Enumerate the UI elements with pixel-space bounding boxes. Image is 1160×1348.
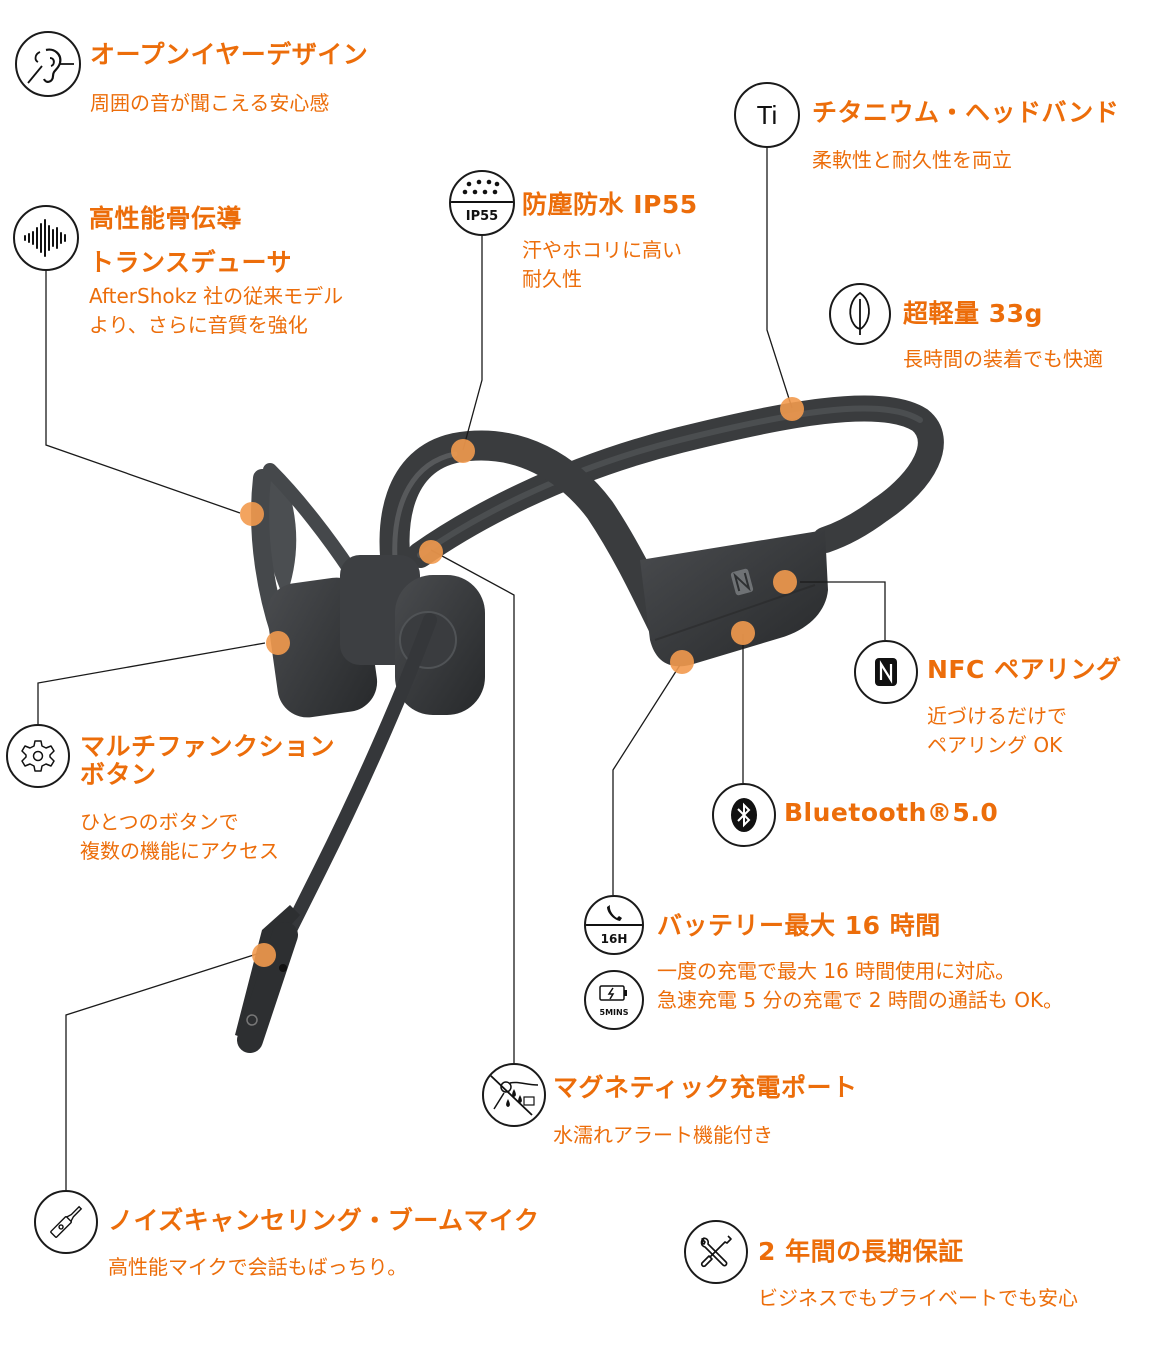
titanium-title: チタニウム・ヘッドバンド <box>812 98 1120 127</box>
nfc-icon <box>854 640 918 704</box>
warranty-title: 2 年間の長期保証 <box>758 1237 964 1266</box>
phone-16h-icon: 16H <box>584 895 644 955</box>
open-ear-desc: 周囲の音が聞こえる安心感 <box>90 91 330 115</box>
bluetooth-title: Bluetooth®5.0 <box>784 798 999 827</box>
boom-mic-title: ノイズキャンセリング・ブームマイク <box>108 1206 540 1235</box>
battery-desc: 一度の充電で最大 16 時間使用に対応。 急速充電 5 分の充電で 2 時間の通… <box>657 959 1064 1012</box>
boom-mic-desc: 高性能マイクで会話もばっちり。 <box>108 1255 408 1279</box>
multifunction-desc: ひとつのボタンで 複数の機能にアクセス <box>80 810 279 863</box>
feather-icon <box>829 283 891 345</box>
boom-mic <box>235 613 437 1053</box>
hotspot-dots <box>240 397 804 967</box>
magnetic-title: マグネティック充電ポート <box>553 1073 858 1102</box>
svg-text:16H: 16H <box>601 932 628 946</box>
warranty-desc: ビジネスでもプライベートでも安心 <box>758 1286 1078 1310</box>
lightweight-title: 超軽量 33g <box>903 299 1043 328</box>
gear-icon <box>6 724 70 788</box>
titanium-icon: Ti <box>734 82 800 148</box>
open-ear-icon <box>15 31 81 97</box>
bluetooth-icon <box>712 783 776 847</box>
svg-text:5MINS: 5MINS <box>600 1008 629 1017</box>
headband <box>379 395 944 655</box>
nfc-logo <box>730 568 754 596</box>
battery-5mins-icon: 5MINS <box>584 970 644 1030</box>
lightweight-desc: 長時間の装着でも快適 <box>903 347 1103 371</box>
nfc-desc: 近づけるだけで ペアリング OK <box>927 704 1067 757</box>
nfc-title: NFC ペアリング <box>927 655 1122 684</box>
ip55-desc: 汗やホコリに高い 耐久性 <box>522 238 682 291</box>
titanium-desc: 柔軟性と耐久性を両立 <box>812 148 1012 172</box>
ip55-title: 防塵防水 IP55 <box>522 190 698 219</box>
battery-title: バッテリー最大 16 時間 <box>657 911 941 940</box>
multifunction-title: マルチファンクション ボタン <box>80 732 336 789</box>
transducer-title: 高性能骨伝導 トランスデューサ <box>89 204 293 277</box>
left-earpiece <box>251 463 485 718</box>
magnetic-desc: 水濡れアラート機能付き <box>553 1123 773 1147</box>
open-ear-title: オープンイヤーデザイン <box>90 40 369 69</box>
leader-lines <box>37 140 886 1190</box>
boom-mic-icon <box>34 1190 98 1254</box>
tools-icon <box>684 1220 748 1284</box>
ip55-rain-icon: IP55 <box>449 170 515 236</box>
battery-module <box>640 530 828 667</box>
sound-wave-icon <box>13 205 79 271</box>
transducer-desc: AfterShokz 社の従来モデル より、さらに音質を強化 <box>89 284 344 337</box>
magnetic-charge-icon <box>482 1063 546 1127</box>
svg-text:IP55: IP55 <box>466 209 498 224</box>
